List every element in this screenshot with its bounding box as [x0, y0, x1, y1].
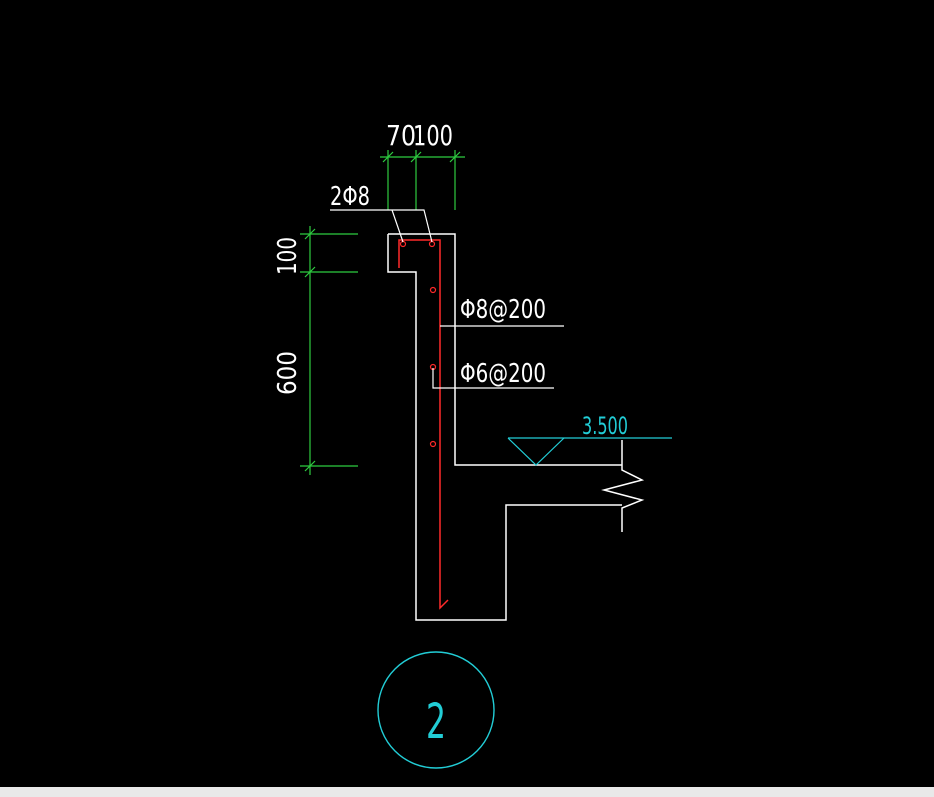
rebar-dot — [429, 286, 437, 294]
rebar-dot — [399, 240, 407, 248]
rebar-dot — [428, 240, 436, 248]
section-outline — [387, 233, 622, 621]
section-symbol-circle — [377, 651, 495, 769]
dimension-side-label-main: 600 — [273, 351, 303, 395]
dimension-top — [380, 150, 465, 210]
elevation-triangle-icon — [507, 437, 565, 466]
dimension-top-label-b: 100 — [413, 119, 453, 152]
rebar-vertical-label: Φ8@200 — [460, 295, 546, 325]
rebar-main — [398, 239, 449, 610]
leader-top-rebar — [330, 209, 433, 243]
bottom-strip — [0, 787, 934, 797]
leader-top-rebar-2 — [391, 209, 404, 243]
dimension-side — [300, 226, 358, 475]
dimension-side-label-top: 100 — [273, 237, 303, 275]
leader-horizontal-rebar — [432, 368, 554, 389]
dimension-top-label-a: 70 — [386, 119, 416, 152]
rebar-horizontal-label: Φ6@200 — [460, 359, 546, 389]
section-number: 2 — [426, 694, 446, 750]
break-line — [601, 440, 645, 532]
rebar-dot — [429, 440, 437, 448]
rebar-top-label: 2Φ8 — [330, 182, 370, 212]
elevation-label: 3.500 — [582, 412, 628, 440]
